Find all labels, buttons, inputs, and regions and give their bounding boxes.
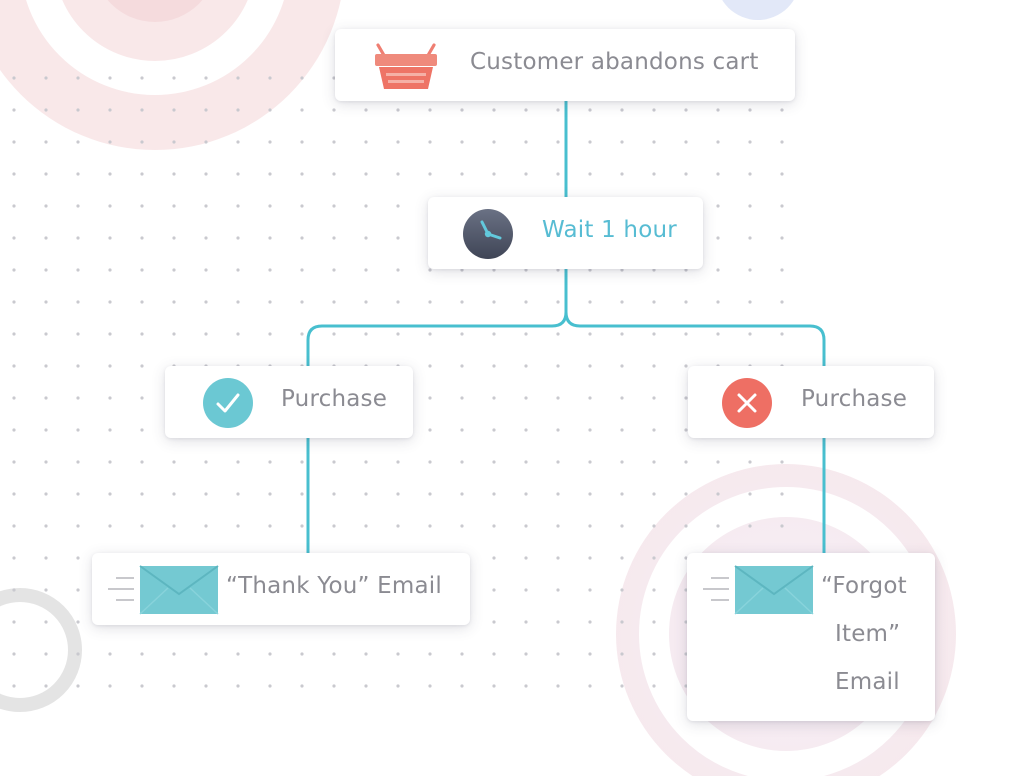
node-label: Wait 1 hour	[542, 217, 677, 243]
node-label-line: “Forgot	[821, 573, 907, 599]
node-label: Customer abandons cart	[470, 49, 759, 75]
node-forgot-item-email[interactable]: “Forgot Item” Email	[687, 553, 935, 721]
node-wait-1-hour[interactable]: Wait 1 hour	[428, 197, 703, 269]
check-circle-icon	[203, 378, 253, 428]
node-label-line: Email	[835, 669, 900, 695]
shopping-basket-icon	[375, 43, 437, 89]
node-purchase-yes[interactable]: Purchase	[165, 366, 413, 438]
clock-icon	[463, 209, 513, 259]
node-label: Purchase	[281, 386, 388, 412]
node-label-line: Item”	[835, 621, 901, 647]
connector-lines	[306, 101, 826, 553]
node-customer-abandons-cart[interactable]: Customer abandons cart	[335, 29, 795, 101]
node-label: “Thank You” Email	[226, 573, 442, 599]
email-icon	[108, 565, 219, 615]
email-icon	[703, 565, 814, 615]
x-circle-icon	[722, 378, 772, 428]
node-purchase-no[interactable]: Purchase	[688, 366, 934, 438]
node-label: Purchase	[801, 386, 908, 412]
node-thank-you-email[interactable]: “Thank You” Email	[92, 553, 470, 625]
